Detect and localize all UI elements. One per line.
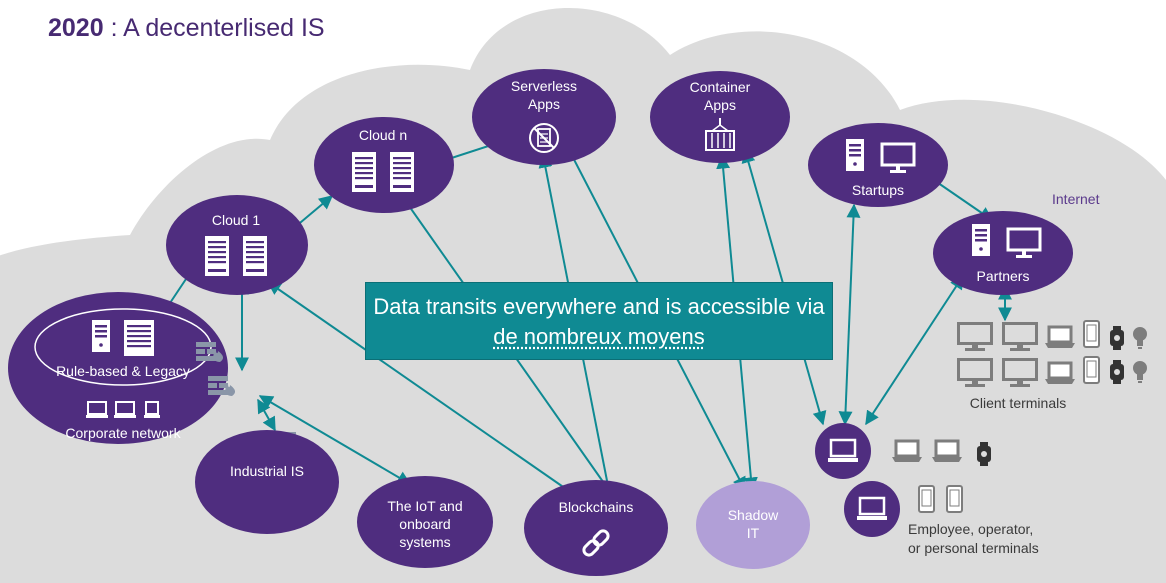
serverless-label-line1: Serverless bbox=[511, 78, 577, 94]
node-cloud-1: Cloud 1 bbox=[166, 195, 308, 295]
server-icon bbox=[243, 236, 267, 276]
serverless-label-line2: Apps bbox=[528, 96, 560, 112]
node-corporate-network: Rule-based & Legacy Corporate network bbox=[8, 292, 228, 444]
shadow-label-line1: Shadow bbox=[728, 507, 779, 523]
data-transit-callout: Data transits everywhere and is accessib… bbox=[365, 282, 833, 360]
page-title: 2020 : A decenterlised IS bbox=[48, 14, 325, 43]
partners-label: Partners bbox=[977, 268, 1030, 284]
laptop-icon bbox=[114, 401, 136, 418]
arrow-partners-employee bbox=[865, 274, 964, 426]
industrial-label: Industrial IS bbox=[230, 463, 304, 479]
node-shadow-it: Shadow IT bbox=[696, 481, 810, 569]
employee-label-line1: Employee, operator, bbox=[908, 521, 1033, 537]
node-container-apps: Container Apps bbox=[650, 71, 790, 163]
server-icon bbox=[205, 236, 229, 276]
tower-server-icon bbox=[846, 139, 864, 171]
title-year: 2020 bbox=[48, 14, 104, 42]
node-cloud-n: Cloud n bbox=[314, 117, 454, 213]
node-serverless-apps: Serverless Apps bbox=[472, 69, 616, 165]
server-icon bbox=[124, 320, 154, 356]
laptop-icon bbox=[930, 439, 964, 464]
node-iot: The IoT and onboard systems bbox=[357, 476, 493, 568]
laptop-icon bbox=[144, 401, 160, 418]
rule-based-label: Rule-based & Legacy bbox=[56, 363, 190, 379]
employee-terminals: Employee, operator, or personal terminal… bbox=[815, 423, 1039, 556]
client-terminals: Client terminals bbox=[957, 320, 1147, 411]
startups-label: Startups bbox=[852, 182, 904, 198]
laptop-icon bbox=[828, 438, 858, 462]
tower-server-icon bbox=[972, 224, 990, 256]
phone-icon bbox=[1083, 320, 1100, 348]
shadow-label-line2: IT bbox=[747, 525, 760, 541]
callout-line-2: de nombreux moyens bbox=[493, 324, 705, 349]
container-label-line2: Apps bbox=[704, 97, 736, 113]
laptop-icon bbox=[86, 401, 108, 418]
laptop-icon bbox=[857, 496, 887, 520]
phone-icon bbox=[918, 485, 935, 513]
laptop-icon bbox=[1043, 361, 1077, 386]
iot-label-line1: The IoT and bbox=[387, 498, 462, 514]
node-startups: Startups bbox=[808, 123, 948, 207]
node-partners: Partners bbox=[933, 211, 1073, 295]
node-blockchains: Blockchains bbox=[524, 480, 668, 576]
iot-label-line3: systems bbox=[399, 534, 450, 550]
internet-label: Internet bbox=[1052, 191, 1100, 207]
arrow-startups-employee bbox=[838, 203, 861, 426]
chain-link-icon bbox=[582, 529, 610, 557]
callout-line-1: Data transits everywhere and is accessib… bbox=[373, 294, 825, 319]
blockchains-label: Blockchains bbox=[559, 499, 634, 515]
tower-server-icon bbox=[92, 320, 110, 352]
corporate-network-label: Corporate network bbox=[65, 425, 181, 441]
container-icon bbox=[705, 118, 735, 151]
node-industrial-is: Industrial IS bbox=[195, 430, 339, 534]
phone-icon bbox=[946, 485, 963, 513]
server-icon bbox=[390, 152, 414, 192]
cloud-n-label: Cloud n bbox=[359, 127, 407, 143]
laptop-icon bbox=[1043, 325, 1077, 350]
phone-icon bbox=[1083, 356, 1100, 384]
arrow-firewall-iot bbox=[258, 395, 412, 485]
container-label-line1: Container bbox=[690, 79, 751, 95]
title-rest: : A decenterlised IS bbox=[103, 14, 325, 42]
iot-label-line2: onboard bbox=[399, 516, 450, 532]
client-terminals-label: Client terminals bbox=[970, 395, 1066, 411]
employee-label-line2: or personal terminals bbox=[908, 540, 1039, 556]
cloud-1-label: Cloud 1 bbox=[212, 212, 260, 228]
serverless-icon bbox=[529, 123, 559, 153]
laptop-icon bbox=[890, 439, 924, 464]
server-icon bbox=[352, 152, 376, 192]
